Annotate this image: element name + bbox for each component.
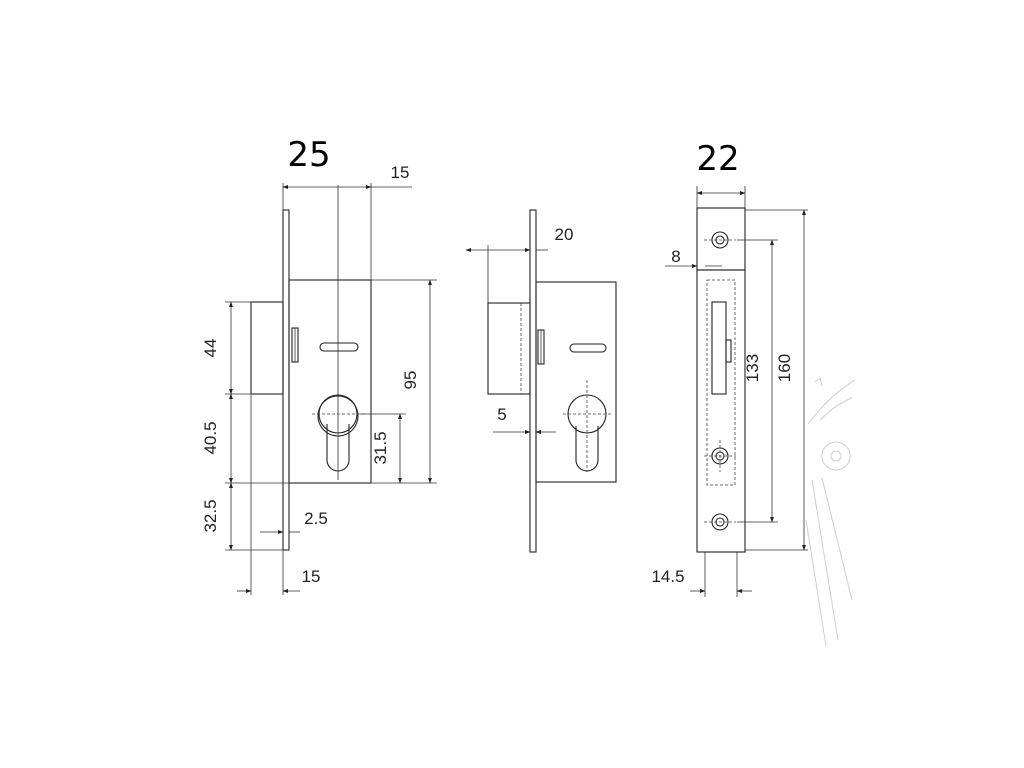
right-dim-14-5: 14.5	[651, 567, 684, 586]
middle-view: 20 5	[465, 209, 617, 553]
middle-dim-5: 5	[497, 405, 506, 424]
left-key-slot	[319, 342, 359, 352]
background-watermark	[805, 377, 856, 647]
right-screw-bottom	[704, 513, 736, 531]
left-faceplate	[282, 209, 290, 551]
right-screw-top	[704, 231, 736, 249]
left-width-title: 25	[287, 135, 330, 175]
left-dim-2-5: 2.5	[304, 509, 328, 528]
middle-bolt	[487, 302, 531, 395]
left-dim-40-5: 40.5	[201, 421, 220, 454]
left-bolt	[250, 301, 284, 395]
right-bolt-slot	[711, 301, 727, 395]
left-dim-44: 44	[201, 339, 220, 358]
right-top-block	[696, 207, 746, 271]
left-dim-top-offset: 15	[391, 163, 410, 182]
left-dim-32-5: 32.5	[201, 499, 220, 532]
middle-dim-20: 20	[555, 225, 574, 244]
right-view: 22 8 133 160 14.5	[651, 139, 808, 597]
left-case	[288, 279, 372, 484]
left-dim-31-5: 31.5	[371, 431, 390, 464]
left-dim-95: 95	[401, 371, 420, 390]
middle-key-slot	[569, 343, 607, 353]
right-dim-160: 160	[775, 354, 794, 382]
right-width-title: 22	[696, 139, 739, 179]
left-dim-15-bottom: 15	[302, 567, 321, 586]
middle-faceplate	[529, 209, 537, 553]
right-dim-133: 133	[743, 354, 762, 382]
left-view: 25 15 44 40.5 32.5 95 31.5 2.5 15	[201, 135, 437, 595]
middle-case	[535, 281, 617, 483]
right-dim-8: 8	[671, 247, 680, 266]
right-plate	[696, 269, 746, 553]
right-screw-middle	[704, 440, 736, 472]
